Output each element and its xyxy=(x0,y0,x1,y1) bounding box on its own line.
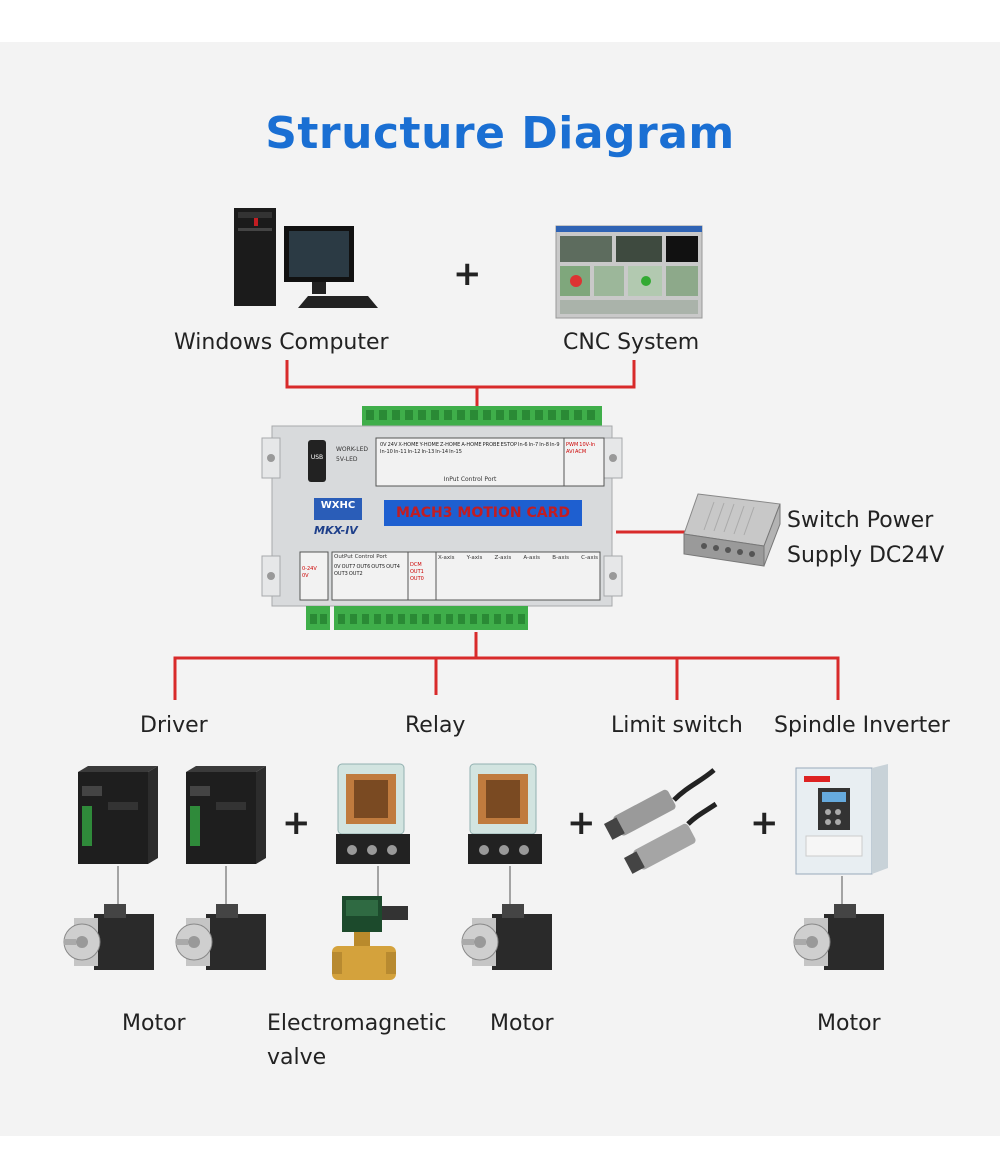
input-pin: Y-HOME xyxy=(419,442,439,448)
computer-icon xyxy=(234,208,378,308)
relay-image-2 xyxy=(468,763,542,864)
cnc-system-label: CNC System xyxy=(563,330,700,355)
output-pin: OUT7 xyxy=(341,564,356,570)
plus-sign-3: + xyxy=(750,803,779,843)
input-pin: A-HOME xyxy=(461,442,482,448)
input-pin: In-14 xyxy=(435,449,449,455)
output-pin: OUT2 xyxy=(348,571,363,577)
plus-sign-top: + xyxy=(453,254,482,294)
computer-label: Windows Computer xyxy=(174,330,389,355)
input-pin: In-15 xyxy=(449,449,462,455)
output-pin: OUT6 xyxy=(356,564,371,570)
plus-sign-2: + xyxy=(567,803,596,843)
input-pin: In-6 xyxy=(517,442,528,448)
servo-motor-image-1 xyxy=(63,904,154,970)
card-model: MKX-IV xyxy=(314,524,358,537)
spindle-pin: PWM xyxy=(566,442,579,448)
power-pin: 0V xyxy=(302,573,309,579)
card-output-pins: 0V OUT7 OUT6 OUT5 OUT4 OUT3 OUT2 xyxy=(334,564,408,577)
servo-motor-image-2 xyxy=(175,904,266,970)
output-pin: 0V xyxy=(334,564,341,570)
input-pin: In-7 xyxy=(528,442,539,448)
axis-label: X-axis xyxy=(438,555,455,561)
input-pin: Z-HOME xyxy=(440,442,461,448)
limit-switch-label: Limit switch xyxy=(611,713,743,738)
card-power-pins: 0-24V 0V xyxy=(302,566,328,580)
axis-label: C-axis xyxy=(581,555,598,561)
card-input-port-label: InPut Control Port xyxy=(443,476,497,483)
card-name-label: MACH3 MOTION CARD xyxy=(396,505,570,521)
input-pin: In-12 xyxy=(407,449,421,455)
card-axis-labels: X-axis Y-axis Z-axis A-axis B-axis C-axi… xyxy=(438,555,598,561)
power-supply-image xyxy=(683,493,781,567)
input-pin: In-10 xyxy=(380,449,393,455)
input-pin: 24V xyxy=(387,442,398,448)
cnc-software-screenshot xyxy=(555,225,703,319)
servo-motor-image-4 xyxy=(793,904,884,970)
servo-motor-image-3 xyxy=(461,904,552,970)
servo-driver-image-2 xyxy=(186,766,266,864)
dcm-pin: OUT0 xyxy=(410,576,424,582)
output-pin: OUT4 xyxy=(386,564,400,570)
driver-label: Driver xyxy=(140,713,208,738)
card-dcm-pins: DCM OUT1 OUT0 xyxy=(410,562,436,583)
spindle-inverter-label: Spindle Inverter xyxy=(774,713,950,738)
motor-label-2: Motor xyxy=(490,1011,554,1036)
input-pin: In-9 xyxy=(549,442,560,448)
power-pin: 0-24V xyxy=(302,566,317,572)
motion-card-body xyxy=(261,406,623,630)
axis-label: A-axis xyxy=(523,555,541,561)
input-pin: In-11 xyxy=(393,449,407,455)
solenoid-valve-image xyxy=(332,896,408,980)
output-pin: OUT3 xyxy=(334,571,348,577)
plus-sign-1: + xyxy=(282,803,311,843)
limit-switch-image xyxy=(603,768,718,874)
input-pin: 0V xyxy=(380,442,387,448)
relay-image-1 xyxy=(336,763,410,864)
power-supply-label-line1: Switch Power xyxy=(787,508,934,533)
input-pin: ESTOP xyxy=(500,442,517,448)
card-output-port-label: OutPut Control Port xyxy=(334,554,388,560)
spindle-inverter-image xyxy=(795,764,888,875)
card-usb-label: USB xyxy=(310,454,324,461)
axis-label: Y-axis xyxy=(466,555,483,561)
valve-label-line2: valve xyxy=(267,1045,327,1070)
input-pin: In-8 xyxy=(539,442,549,448)
output-pin: OUT5 xyxy=(371,564,386,570)
spindle-pin: 10V-In xyxy=(579,442,596,448)
card-brand-logo: WXHC xyxy=(320,500,356,511)
motor-label-3: Motor xyxy=(817,1011,881,1036)
input-pin: PROBE xyxy=(482,442,500,448)
power-supply-label-line2: Supply DC24V xyxy=(787,543,945,568)
diagram-title: Structure Diagram xyxy=(265,108,735,159)
dcm-pin: DCM xyxy=(410,562,422,568)
motor-label-1: Motor xyxy=(122,1011,186,1036)
input-pin: In-13 xyxy=(421,449,435,455)
valve-label-line1: Electromagnetic xyxy=(267,1011,447,1036)
card-5v-led-label: 5V-LED xyxy=(336,456,358,463)
axis-label: B-axis xyxy=(552,555,569,561)
input-pin: X-HOME xyxy=(398,442,419,448)
spindle-pin: AVI xyxy=(566,449,574,455)
card-input-pins: 0V 24V X-HOME Y-HOME Z-HOME A-HOME PROBE… xyxy=(380,442,560,455)
card-spindle-pins: PWM 10V-In AVI ACM xyxy=(566,442,602,455)
relay-label: Relay xyxy=(405,713,466,738)
dcm-pin: OUT1 xyxy=(410,569,424,575)
axis-label: Z-axis xyxy=(494,555,512,561)
servo-driver-image-1 xyxy=(78,766,158,864)
motion-card: USB WORK-LED 5V-LED 0V 24V X-HOME Y-HOME… xyxy=(261,406,623,632)
card-work-led-label: WORK-LED xyxy=(336,446,369,453)
spindle-pin: ACM xyxy=(575,449,587,455)
